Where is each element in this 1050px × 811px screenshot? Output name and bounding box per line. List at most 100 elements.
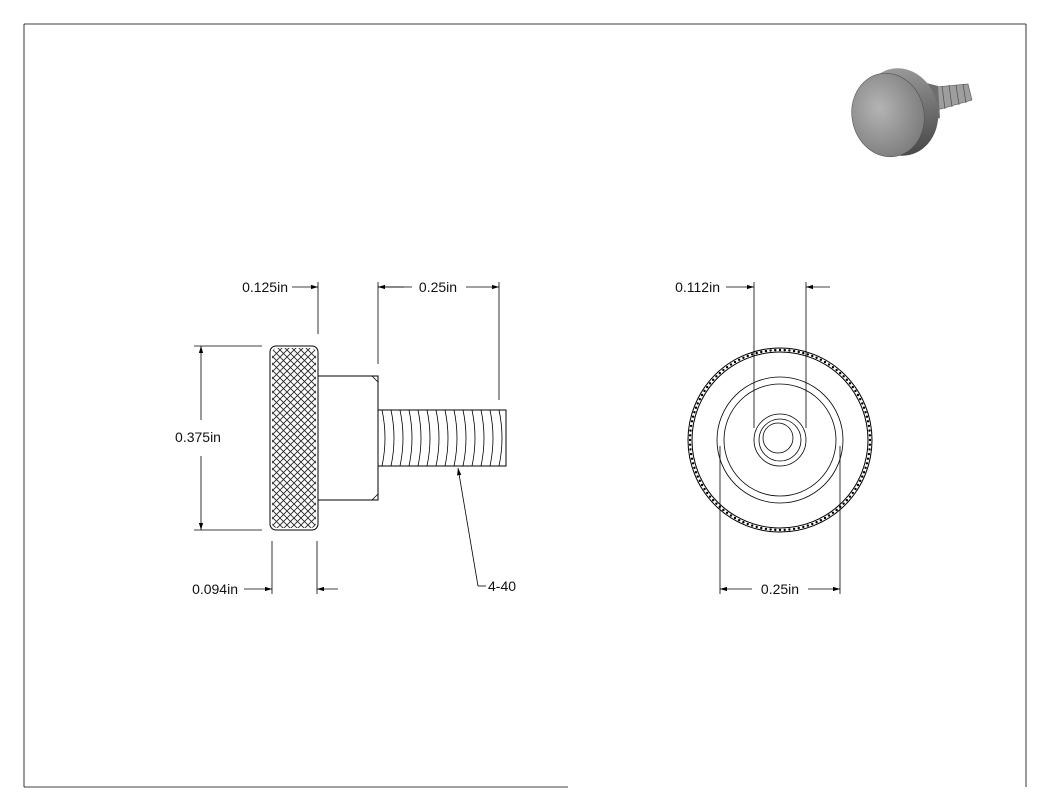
knurl-tooth — [867, 424, 871, 428]
knurl-tooth — [851, 385, 855, 389]
knurl-tooth — [691, 462, 695, 465]
knurl-tooth — [815, 521, 818, 524]
knurl-tooth — [698, 397, 702, 401]
dimension-knurl-width: 0.094in — [192, 541, 338, 597]
knurl-tooth — [760, 526, 763, 530]
knurl-tooth — [696, 475, 699, 478]
knurl-tooth — [700, 483, 704, 487]
knurl-tooth — [693, 410, 696, 414]
shoulder — [317, 375, 379, 501]
knurl-tooth — [839, 371, 842, 375]
knurl-tooth — [854, 389, 857, 393]
knurl-tooth — [691, 415, 695, 418]
threaded-shank — [377, 409, 507, 467]
knurl-tooth — [693, 466, 696, 470]
dim-head-width-text: 0.125in — [242, 279, 288, 295]
knurl-tooth — [722, 508, 725, 512]
knurl-tooth — [861, 402, 864, 405]
knurl-tooth — [866, 457, 870, 460]
knurl-tooth — [737, 358, 741, 362]
knurl-tooth — [831, 365, 835, 369]
knurl-tooth — [848, 495, 852, 498]
knurl-tooth — [823, 516, 827, 520]
thread-line — [435, 409, 440, 467]
sheet-border — [23, 23, 1027, 788]
dimension-thread-diameter: 0.112in — [675, 279, 830, 428]
thread-callout: 4-40 — [457, 467, 516, 594]
thread-line — [390, 409, 395, 467]
knurl-tooth — [700, 393, 704, 397]
knurl-tooth — [868, 443, 872, 446]
knurl-tooth — [703, 389, 706, 393]
knurl-tooth — [774, 348, 777, 352]
knurl-tooth — [792, 349, 796, 353]
knurl-tooth — [864, 410, 867, 414]
knurl-tooth — [845, 378, 849, 381]
knurl-tooth — [788, 528, 791, 531]
knurl-tooth — [867, 452, 871, 456]
thread-line — [426, 409, 431, 467]
knurl-tooth — [851, 491, 855, 495]
knurl-tooth — [778, 348, 782, 352]
thread-line — [381, 409, 386, 467]
knurl-tooth — [769, 528, 772, 531]
knurl-tooth — [802, 525, 805, 529]
dimension-head-width: 0.125in — [242, 279, 404, 334]
knurl-teeth — [688, 348, 872, 532]
knurl-tooth — [835, 508, 838, 512]
knurl-tooth — [689, 452, 693, 456]
knurl-tooth — [755, 525, 758, 529]
knurl-tooth — [865, 462, 869, 465]
knurl-tooth — [868, 448, 871, 451]
dimension-shoulder-diameter: 0.25in — [719, 446, 841, 597]
knurl-tooth — [764, 349, 768, 353]
knurl-tooth — [729, 514, 733, 517]
knurl-tooth — [729, 363, 733, 366]
knurl-tooth — [797, 350, 800, 354]
knurl-tooth — [715, 502, 718, 505]
knurl-tooth — [750, 353, 754, 356]
thread-line — [444, 409, 449, 467]
knurl-tooth — [868, 429, 871, 432]
knurl-tooth — [866, 420, 870, 423]
knurl-tooth — [696, 402, 699, 405]
knurl-tooth — [690, 457, 694, 460]
knurl-tooth — [842, 502, 845, 505]
knurled-head — [269, 345, 319, 531]
knurl-tooth — [755, 351, 758, 355]
knurl-tooth — [862, 406, 866, 409]
knurl-tooth — [845, 499, 849, 502]
knurl-tooth — [711, 499, 715, 502]
knurl-tooth — [746, 522, 749, 526]
side-view: 0.125in 0.25in 0.375in 0.094in — [175, 279, 516, 597]
knurl-tooth — [698, 479, 702, 483]
knurl-tooth — [705, 491, 709, 495]
end-view: 0.112in 0.25in — [675, 279, 873, 597]
knurl-tooth — [811, 522, 814, 526]
knurl-tooth — [769, 349, 772, 352]
knurl-tooth — [688, 443, 692, 446]
knurl-tooth — [742, 356, 745, 359]
knurl-tooth — [708, 495, 712, 498]
knurl-tooth — [864, 466, 867, 470]
thread-callout-text: 4-40 — [488, 578, 516, 594]
thread-line — [462, 409, 467, 467]
knurl-tooth — [819, 358, 823, 362]
thread-line — [417, 409, 422, 467]
knurl-tooth — [722, 368, 725, 372]
knurl-tooth — [783, 528, 786, 532]
knurl-tooth — [774, 528, 777, 532]
knurl-tooth — [694, 406, 698, 409]
knurl-tooth — [868, 434, 872, 437]
knurl-tooth — [856, 483, 860, 487]
thread-line — [408, 409, 413, 467]
knurl-tooth — [750, 524, 754, 527]
knurl-tooth — [819, 518, 823, 522]
knurl-tooth — [718, 371, 721, 375]
knurl-tooth — [694, 471, 698, 474]
thread-line — [489, 409, 494, 467]
knurl-tooth — [806, 353, 810, 356]
knurl-tooth — [689, 448, 692, 451]
knurl-tooth — [856, 393, 860, 397]
